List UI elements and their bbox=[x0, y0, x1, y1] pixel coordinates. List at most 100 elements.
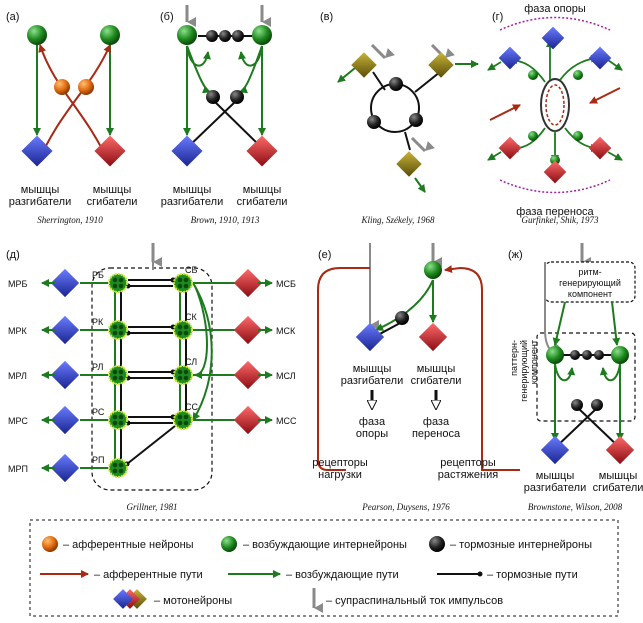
load-receptors-label: рецепторы bbox=[312, 457, 368, 469]
flexor-motoneuron bbox=[588, 136, 612, 160]
flexor-muscle-label: мышцы bbox=[93, 184, 132, 196]
left-output-label: МРЛ bbox=[8, 371, 27, 381]
excitatory-interneuron bbox=[173, 410, 193, 430]
panel-b-caption: Brown, 1910, 1913 bbox=[191, 215, 260, 225]
left-output-label: МРБ bbox=[8, 279, 28, 289]
left-output-label: МРС bbox=[8, 416, 28, 426]
extensor-motoneuron bbox=[498, 46, 522, 70]
left-node-label: РБ bbox=[92, 270, 104, 280]
excitatory-interneuron bbox=[108, 458, 128, 478]
inhibitory-interneuron bbox=[395, 311, 409, 325]
excitatory-interneuron bbox=[108, 273, 128, 293]
svg-text:мышцы: мышцы bbox=[417, 363, 456, 375]
right-node-label: СС bbox=[185, 402, 198, 412]
svg-text:фаза: фаза bbox=[423, 416, 450, 428]
svg-text:– тормозные пути: – тормозные пути bbox=[487, 569, 578, 581]
inhibitory-interneuron bbox=[409, 113, 423, 127]
panel-v: (в) Kling, Székely, 1968 bbox=[320, 11, 479, 225]
excitatory-interneuron bbox=[173, 320, 193, 340]
svg-text:– мотонейроны: – мотонейроны bbox=[154, 595, 232, 607]
right-node-label: СЛ bbox=[185, 357, 197, 367]
svg-text:растяжения: растяжения bbox=[438, 469, 498, 481]
svg-text:мышцы: мышцы bbox=[173, 184, 212, 196]
inhibitory-interneuron bbox=[389, 77, 403, 91]
svg-text:– возбуждающие интернейроны: – возбуждающие интернейроны bbox=[243, 539, 407, 551]
panel-a: (а) мышцы разгибатели мышцы сгибатели Sh… bbox=[6, 11, 137, 225]
panel-v-letter: (в) bbox=[320, 11, 333, 23]
extensor-motoneuron bbox=[355, 322, 385, 352]
svg-text:разгибатели: разгибатели bbox=[161, 196, 223, 208]
inhibitory-interneuron bbox=[219, 30, 231, 42]
flexor-motoneuron bbox=[233, 360, 263, 390]
motoneuron-icon bbox=[113, 589, 147, 609]
svg-text:– тормозные интернейроны: – тормозные интернейроны bbox=[450, 539, 592, 551]
excitatory-interneuron bbox=[108, 365, 128, 385]
excitatory-interneuron-icon bbox=[221, 536, 237, 552]
panel-e-letter: (е) bbox=[318, 249, 331, 261]
flexor-motoneuron bbox=[94, 135, 126, 167]
svg-text:– супраспинальный ток импульсо: – супраспинальный ток импульсов bbox=[326, 595, 503, 607]
panel-zh-letter: (ж) bbox=[508, 249, 523, 261]
inhibitory-interneuron bbox=[594, 350, 604, 360]
mixed-motoneuron bbox=[351, 52, 377, 78]
inhibitory-interneuron-icon bbox=[429, 536, 445, 552]
panel-d: (д) МРБРБМРКРКМРЛРЛМРСРСМРПРПМСБСБМСКСКМ… bbox=[6, 243, 297, 512]
excitatory-interneuron bbox=[424, 261, 442, 279]
stance-phase-label: фаза опоры bbox=[524, 3, 586, 15]
right-output-label: МСЛ bbox=[276, 371, 296, 381]
svg-text:мышцы: мышцы bbox=[599, 470, 638, 482]
inhibitory-interneuron bbox=[571, 399, 583, 411]
excitatory-interneuron bbox=[108, 410, 128, 430]
right-node-label: СК bbox=[185, 312, 197, 322]
inhibitory-interneuron bbox=[232, 30, 244, 42]
inhibitory-interneuron bbox=[367, 115, 381, 129]
extensor-motoneuron bbox=[588, 46, 612, 70]
stretch-receptors-label: рецепторы bbox=[440, 457, 496, 469]
excitatory-interneuron bbox=[27, 25, 47, 45]
panel-g-caption: Gurfinkel, Shik, 1973 bbox=[522, 215, 599, 225]
extensor-motoneuron bbox=[171, 135, 203, 167]
flexor-motoneuron bbox=[233, 268, 263, 298]
svg-text:сгибатели: сгибатели bbox=[237, 196, 288, 208]
svg-text:разгибатели: разгибатели bbox=[341, 375, 403, 387]
left-output-label: МРК bbox=[8, 326, 28, 336]
inhibitory-interneuron bbox=[570, 350, 580, 360]
panel-d-letter: (д) bbox=[6, 249, 20, 261]
right-node-label: СБ bbox=[185, 265, 197, 275]
extensor-motoneuron bbox=[50, 453, 80, 483]
excitatory-interneuron bbox=[573, 131, 583, 141]
inhibitory-interneuron bbox=[230, 90, 244, 104]
extensor-motoneuron bbox=[50, 405, 80, 435]
flexor-motoneuron bbox=[233, 315, 263, 345]
svg-text:мышцы: мышцы bbox=[353, 363, 392, 375]
left-node-label: РК bbox=[92, 317, 104, 327]
panel-b: (б) мышцы разгибатели мышцы сгибатели Br… bbox=[160, 5, 287, 225]
inhibitory-interneuron bbox=[582, 350, 592, 360]
left-node-label: РЛ bbox=[92, 362, 103, 372]
flexor-motoneuron bbox=[498, 136, 522, 160]
panel-a-letter: (а) bbox=[6, 11, 19, 23]
excitatory-interneuron bbox=[528, 70, 538, 80]
right-output-label: МСС bbox=[276, 416, 297, 426]
panel-d-caption: Grillner, 1981 bbox=[126, 502, 177, 512]
afferent-neuron bbox=[78, 79, 94, 95]
svg-text:генерирующий: генерирующий bbox=[559, 278, 621, 288]
extensor-motoneuron bbox=[541, 26, 565, 50]
svg-text:переноса: переноса bbox=[412, 428, 461, 440]
flexor-motoneuron bbox=[418, 322, 448, 352]
svg-text:сгибатели: сгибатели bbox=[411, 375, 462, 387]
swing-phase-label: фаза переноса bbox=[516, 206, 594, 218]
excitatory-interneuron bbox=[573, 70, 583, 80]
right-output-label: МСБ bbox=[276, 279, 296, 289]
excitatory-interneuron bbox=[546, 346, 564, 364]
svg-text:– афферентные пути: – афферентные пути bbox=[94, 569, 203, 581]
extensor-motoneuron bbox=[50, 360, 80, 390]
svg-text:сгибатели: сгибатели bbox=[87, 196, 138, 208]
svg-text:фаза: фаза bbox=[359, 416, 386, 428]
excitatory-interneuron bbox=[252, 25, 272, 45]
mixed-motoneuron bbox=[428, 52, 454, 78]
flexor-motoneuron bbox=[246, 135, 278, 167]
svg-text:сгибатели: сгибатели bbox=[593, 482, 643, 494]
panel-v-caption: Kling, Székely, 1968 bbox=[361, 215, 435, 225]
